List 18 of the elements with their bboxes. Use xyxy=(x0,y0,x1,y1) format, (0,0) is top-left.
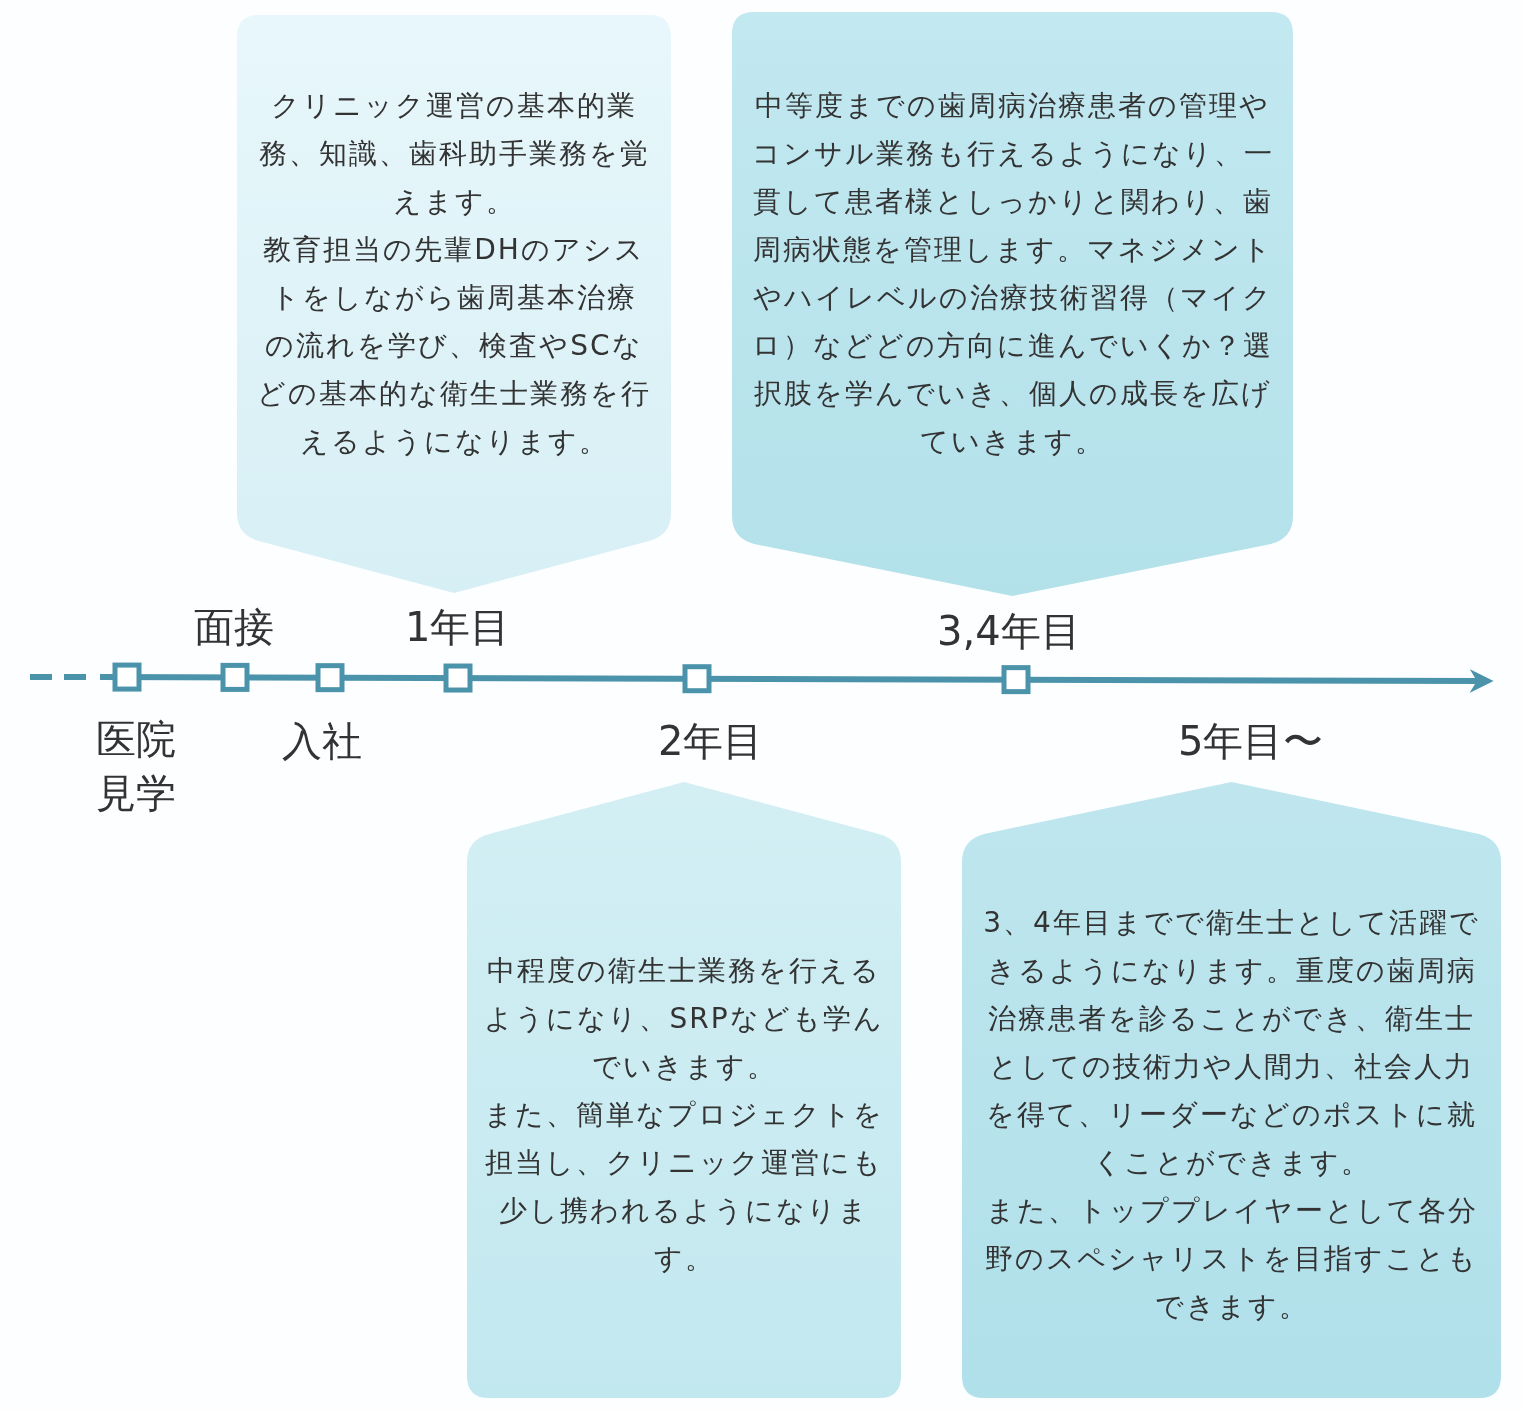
description-text: また、簡単なプロジェクトを担当し、クリニック運営にも少し携われるようになります。 xyxy=(483,1097,885,1277)
timeline-label: 面接 xyxy=(194,603,274,652)
timeline-label: 入社 xyxy=(282,717,362,766)
callout-box xyxy=(467,782,901,1398)
description-text: 3、4年目までで衛生士として活躍できるようになります。重度の歯周病治療患者を診ることができ、衛生士としての技術力や人間力、社会人力を得て、リーダーなどのポストに就くことができます。 xyxy=(982,905,1481,1181)
callout-box xyxy=(237,15,671,593)
description-text: 中程度の衛生士業務を行えるようになり、SRPなども学んでいきます。 xyxy=(483,953,885,1085)
description-text: クリニック運営の基本的業務、知識、歯科助手業務を覚えます。 xyxy=(257,88,651,220)
callout-box xyxy=(962,782,1501,1398)
timeline-label: 3,4年目 xyxy=(937,607,1081,656)
timeline-label: 医院見学 xyxy=(96,715,176,818)
timeline-label: 2年目 xyxy=(658,717,764,766)
description-text: 教育担当の先輩DHのアシストをしながら歯周基本治療の流れを学び、検査やSCなどの基本的な衛生士業務を行えるようになります。 xyxy=(257,232,651,460)
timeline-label: 1年目 xyxy=(405,603,511,652)
description-text: また、トッププレイヤーとして各分野のスペシャリストを目指すこともできます。 xyxy=(984,1193,1479,1325)
timeline-label: 5年目〜 xyxy=(1178,717,1324,766)
description-text: 中等度までの歯周病治療患者の管理やコンサル業務も行えるようになり、一貫して患者様としっかりと関わり、歯周病状態を管理します。マネジメントやハイレベルの治療技術習得（マイクロ）などどの方向に進んでいくか？選択肢を学んでいき、個人の成長を広げていきます。 xyxy=(750,88,1275,460)
callout-box xyxy=(732,12,1293,596)
